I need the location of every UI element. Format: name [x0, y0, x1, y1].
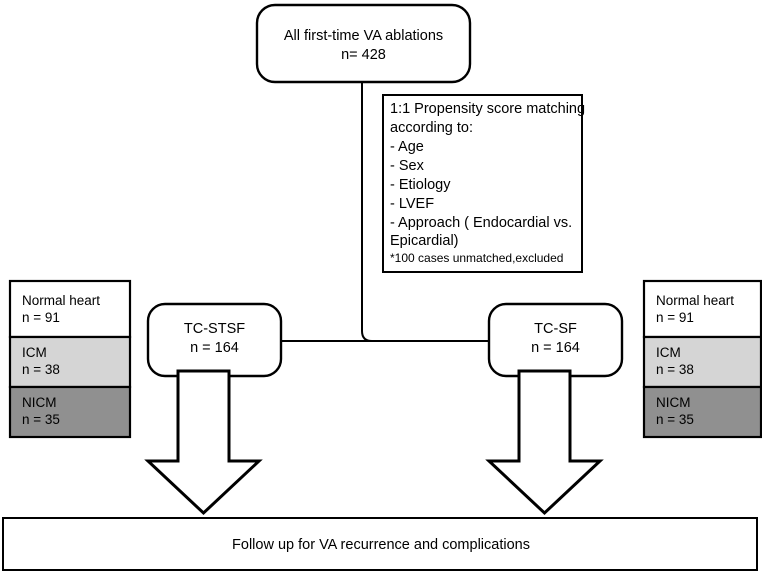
node-tc-stsf-line-2: n = 164 — [190, 340, 239, 356]
down-block-arrow-icon-right — [485, 369, 604, 516]
right-cohort-icm-label: ICM — [656, 345, 681, 360]
node-tc-stsf-line-1: TC-STSF — [184, 321, 245, 337]
left-cohort-normal-heart-count: n = 91 — [22, 310, 60, 325]
node-matching-criteria-box — [382, 94, 583, 273]
node-all-ablations-line-2: n= 428 — [341, 47, 386, 63]
left-cohort-nicm-label: NICM — [22, 395, 57, 410]
matching-line-1: 1:1 Propensity score matching — [390, 101, 585, 117]
left-cohort-row-nicm — [8, 385, 132, 439]
node-tc-sf-line-1: TC-SF — [534, 321, 577, 337]
node-all-ablations-box — [255, 3, 472, 84]
node-follow-up-text: Follow up for VA recurrence and complica… — [232, 537, 530, 553]
left-cohort-icm-label: ICM — [22, 345, 47, 360]
down-block-arrow-icon-left — [144, 369, 263, 516]
right-cohort-icm-count: n = 38 — [656, 362, 694, 377]
matching-footnote: *100 cases unmatched,excluded — [390, 251, 563, 265]
node-all-ablations-line-1: All first-time VA ablations — [284, 28, 443, 44]
matching-line-5: - Etiology — [390, 177, 451, 193]
matching-line-8: Epicardial) — [390, 233, 459, 249]
matching-line-2: according to: — [390, 120, 473, 136]
right-cohort-row-normal-heart — [642, 279, 762, 339]
matching-line-3: - Age — [390, 139, 424, 155]
node-tc-sf-line-2: n = 164 — [531, 340, 580, 356]
right-cohort-normal-heart-count: n = 91 — [656, 310, 694, 325]
matching-line-6: - LVEF — [390, 196, 434, 212]
right-cohort-nicm-count: n = 35 — [656, 412, 694, 427]
left-cohort-nicm-count: n = 35 — [22, 412, 60, 427]
left-cohort-icm-count: n = 38 — [22, 362, 60, 377]
right-cohort-nicm-label: NICM — [656, 395, 691, 410]
right-cohort-row-nicm — [642, 385, 762, 439]
matching-line-4: - Sex — [390, 158, 425, 174]
left-cohort-row-normal-heart — [8, 279, 132, 339]
node-follow-up-box — [2, 517, 758, 571]
connector-top-to-groups — [361, 82, 373, 342]
left-cohort-normal-heart-label: Normal heart — [22, 293, 100, 308]
right-cohort-normal-heart-label: Normal heart — [656, 293, 734, 308]
matching-line-7: - Approach ( Endocardial vs. — [390, 215, 572, 231]
